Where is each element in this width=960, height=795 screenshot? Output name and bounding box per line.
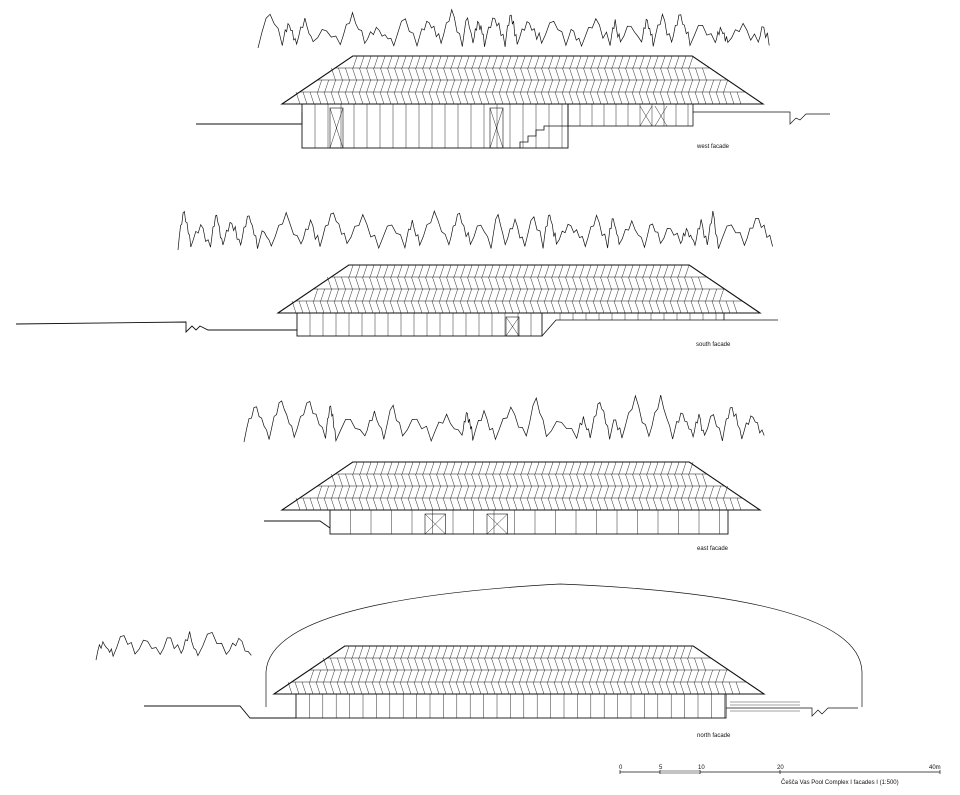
scale-tick-5: 5 <box>659 765 663 771</box>
door-panel <box>486 513 508 535</box>
roof-shingles <box>295 497 742 511</box>
roof-shingles <box>352 461 694 475</box>
west-facade-label: west facade <box>696 144 730 150</box>
tree-silhouette <box>243 394 765 443</box>
glazing-mullions <box>309 313 532 336</box>
roof-shingles <box>291 300 738 314</box>
roof-shingles <box>309 669 727 683</box>
roof-shingles <box>317 485 728 499</box>
roof-shingles <box>313 288 724 302</box>
scale-tick-10: 10 <box>698 765 705 771</box>
scale-bar: 0 5 10 20 40m <box>619 765 941 774</box>
door-panel <box>489 107 504 149</box>
roof-outline <box>280 461 762 511</box>
door-panel <box>505 316 520 337</box>
roof-shingles <box>295 91 742 105</box>
roof-shingles <box>287 681 741 695</box>
ground-line <box>196 112 303 125</box>
east-facade-label: east facade <box>697 546 729 552</box>
roof-shingles <box>344 645 693 659</box>
glazing-mullions <box>309 694 726 718</box>
scale-tick-20: 20 <box>777 765 784 771</box>
ground-line <box>693 111 830 125</box>
ground-line <box>15 321 297 334</box>
ground-line <box>726 707 858 717</box>
stairs <box>519 125 568 148</box>
east-facade <box>243 394 765 535</box>
roof-shingles <box>327 276 703 290</box>
dome-outline <box>265 583 863 707</box>
wall-outline <box>329 509 729 535</box>
roof-shingles <box>317 79 728 93</box>
scale-tick-40: 40m <box>929 765 941 771</box>
drawing-caption: Češča Vas Pool Complex I facades I (1:50… <box>781 779 899 786</box>
ground-line <box>264 520 331 529</box>
roof-shingles <box>348 264 690 278</box>
north-facade-label: north facade <box>697 733 731 739</box>
wall-outline <box>296 312 543 337</box>
scale-tick-0: 0 <box>619 765 623 771</box>
door-panel <box>329 107 344 149</box>
glazing-mullions <box>350 510 720 534</box>
roof-outline <box>272 645 766 695</box>
west-facade <box>196 8 830 149</box>
ground-line <box>144 705 296 719</box>
facade-drawings <box>15 8 863 719</box>
door-panel <box>424 513 446 535</box>
south-facade <box>15 210 778 337</box>
roof-shingles <box>352 55 694 69</box>
roof-outline <box>276 264 762 314</box>
tree-silhouette <box>95 631 252 661</box>
tree-silhouette <box>257 8 770 49</box>
south-facade-label: south facade <box>696 342 731 348</box>
wall-outline <box>295 693 727 719</box>
tree-silhouette <box>177 210 773 251</box>
roof-shingles <box>331 473 707 487</box>
roof-shingles <box>331 67 707 81</box>
roof-shingles <box>323 657 706 671</box>
roof-outline <box>280 55 765 105</box>
north-facade <box>95 583 863 719</box>
glazing-mullions <box>314 104 563 148</box>
